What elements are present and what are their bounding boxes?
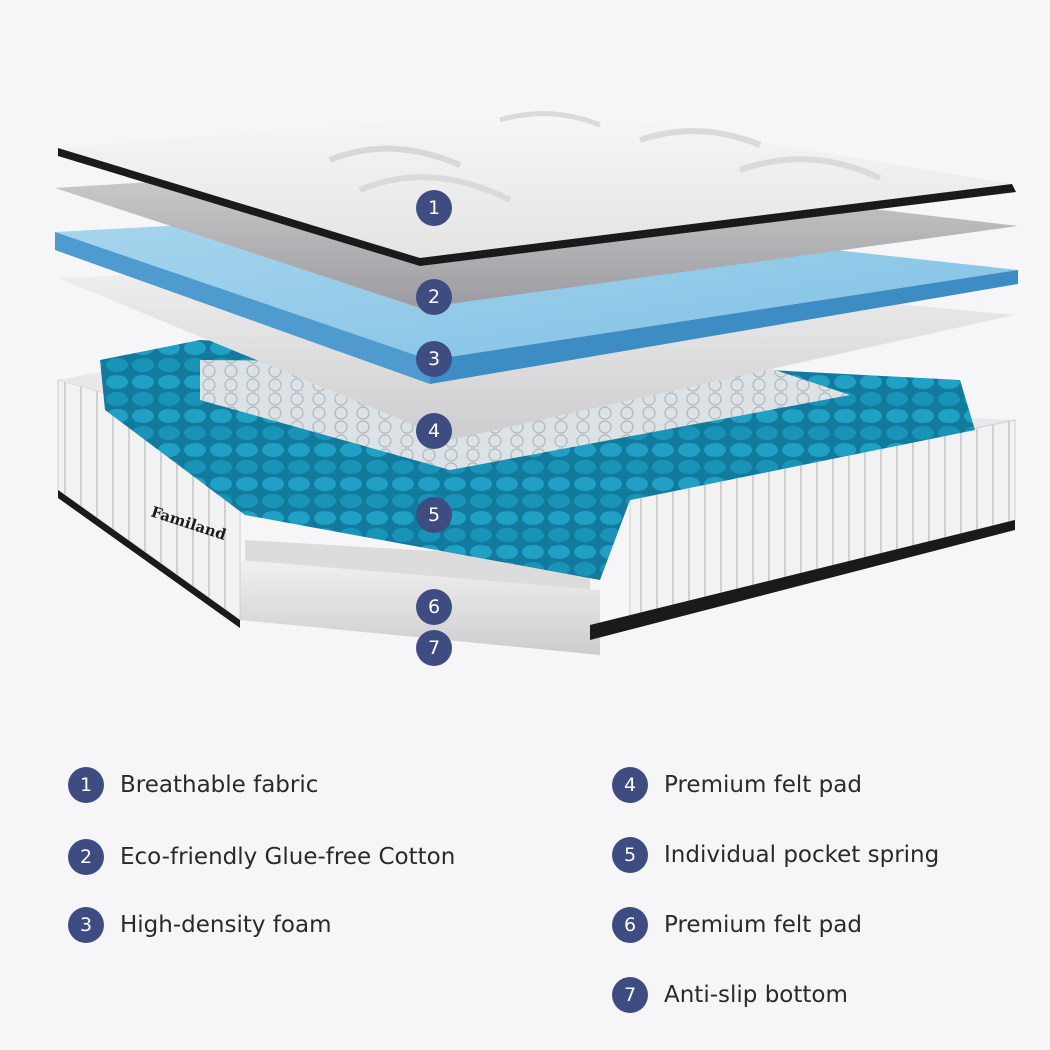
legend-number-badge: 5: [612, 837, 648, 873]
svg-text:1: 1: [428, 197, 440, 219]
svg-text:3: 3: [428, 348, 440, 370]
legend-label: Individual pocket spring: [664, 842, 940, 868]
legend-label: Premium felt pad: [664, 912, 862, 938]
diagram-badge: 6: [416, 589, 452, 625]
fabric-layer: [58, 108, 1016, 266]
legend-item: 6 Premium felt pad: [612, 905, 862, 945]
diagram-badge: 1: [416, 190, 452, 226]
diagram-badge: 5: [416, 497, 452, 533]
diagram-badge: 2: [416, 279, 452, 315]
mattress-layer-diagram: Familand 1 2 3 4 5 6 7: [55, 108, 1018, 666]
legend-number-badge: 2: [68, 839, 104, 875]
diagram-badges: 1 2 3 4 5 6 7: [416, 190, 452, 666]
svg-text:5: 5: [428, 504, 440, 526]
legend-item: 3 High-density foam: [68, 905, 331, 945]
diagram-badge: 4: [416, 413, 452, 449]
legend-number-badge: 6: [612, 907, 648, 943]
legend-item: 1 Breathable fabric: [68, 765, 318, 805]
legend-item: 7 Anti-slip bottom: [612, 975, 848, 1015]
legend-label: Breathable fabric: [120, 772, 319, 798]
diagram-badge: 7: [416, 630, 452, 666]
legend-number-badge: 7: [612, 977, 648, 1013]
legend-label: Anti-slip bottom: [664, 982, 848, 1008]
legend-label: Eco-friendly Glue-free Cotton: [120, 844, 456, 870]
legend-number-badge: 4: [612, 767, 648, 803]
svg-text:2: 2: [428, 286, 440, 308]
legend-item: 4 Premium felt pad: [612, 765, 862, 805]
diagram-badge: 3: [416, 341, 452, 377]
legend-number-badge: 1: [68, 767, 104, 803]
legend-item: 2 Eco-friendly Glue-free Cotton: [68, 837, 455, 877]
legend-label: High-density foam: [120, 912, 332, 938]
legend-number-badge: 3: [68, 907, 104, 943]
svg-text:7: 7: [428, 637, 440, 659]
legend-label: Premium felt pad: [664, 772, 862, 798]
svg-text:6: 6: [428, 596, 440, 618]
legend-item: 5 Individual pocket spring: [612, 835, 939, 875]
svg-text:4: 4: [428, 420, 440, 442]
